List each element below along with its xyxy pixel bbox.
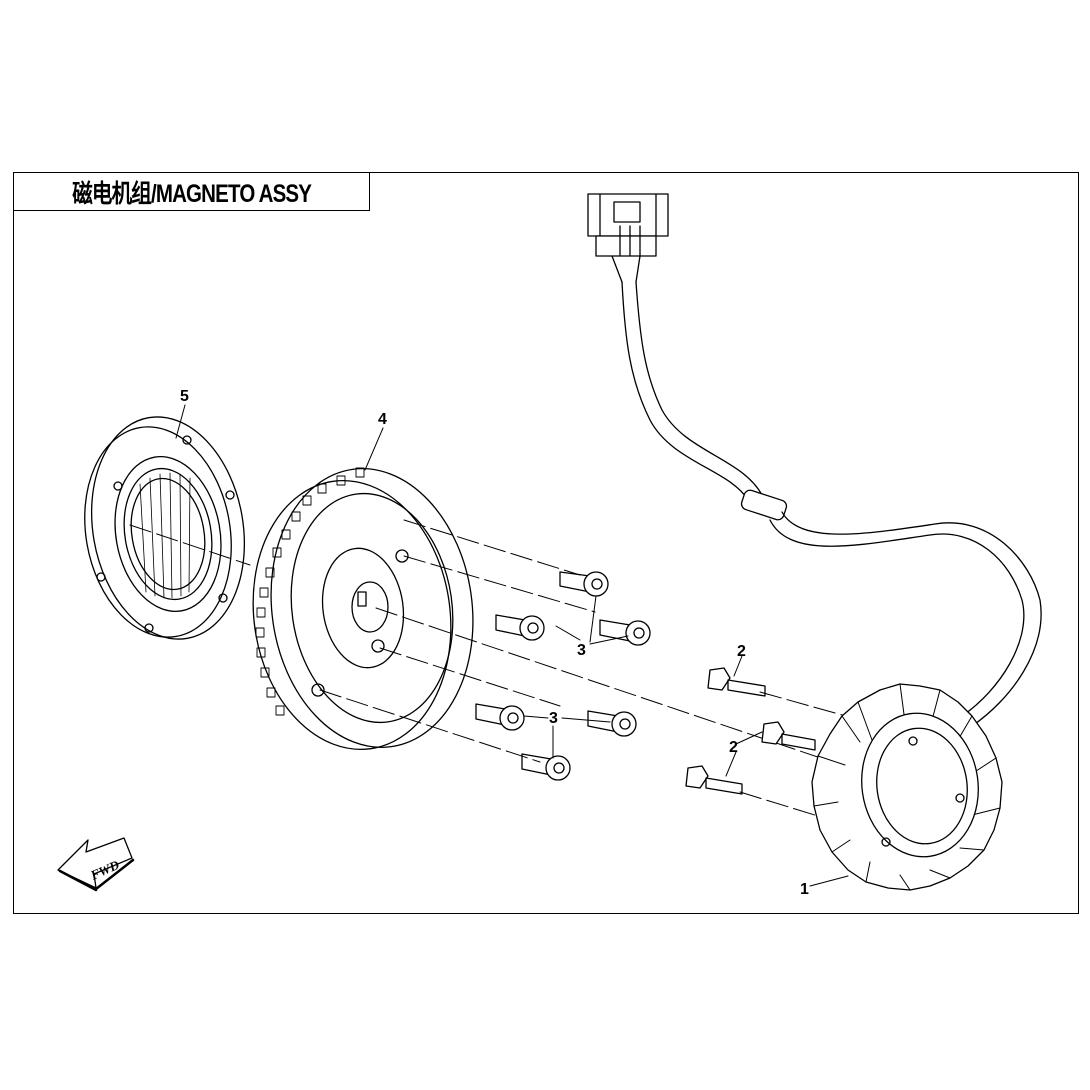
title-box: 磁电机组/MAGNETO ASSY — [13, 172, 370, 211]
page-title: 磁电机组/MAGNETO ASSY — [72, 179, 312, 208]
socket-screws — [475, 571, 651, 781]
drawing-frame — [13, 172, 1079, 914]
callout-5: 5 — [180, 388, 189, 405]
leader-lines — [175, 404, 849, 887]
callout-4: 4 — [378, 411, 387, 428]
flywheel-rotor — [252, 467, 474, 751]
connector-plug — [587, 193, 669, 283]
stator — [811, 683, 1003, 891]
callout-1: 1 — [800, 881, 809, 898]
fwd-arrow-icon — [57, 837, 135, 892]
alignment-lines — [129, 519, 881, 833]
starter-clutch — [84, 416, 246, 640]
callout-3-upper: 3 — [577, 642, 586, 659]
callout-2-lower: 2 — [729, 739, 738, 756]
callout-3-lower: 3 — [549, 710, 558, 727]
wire-harness — [621, 281, 1042, 727]
callout-2-upper: 2 — [737, 643, 746, 660]
flange-bolts — [685, 667, 816, 795]
